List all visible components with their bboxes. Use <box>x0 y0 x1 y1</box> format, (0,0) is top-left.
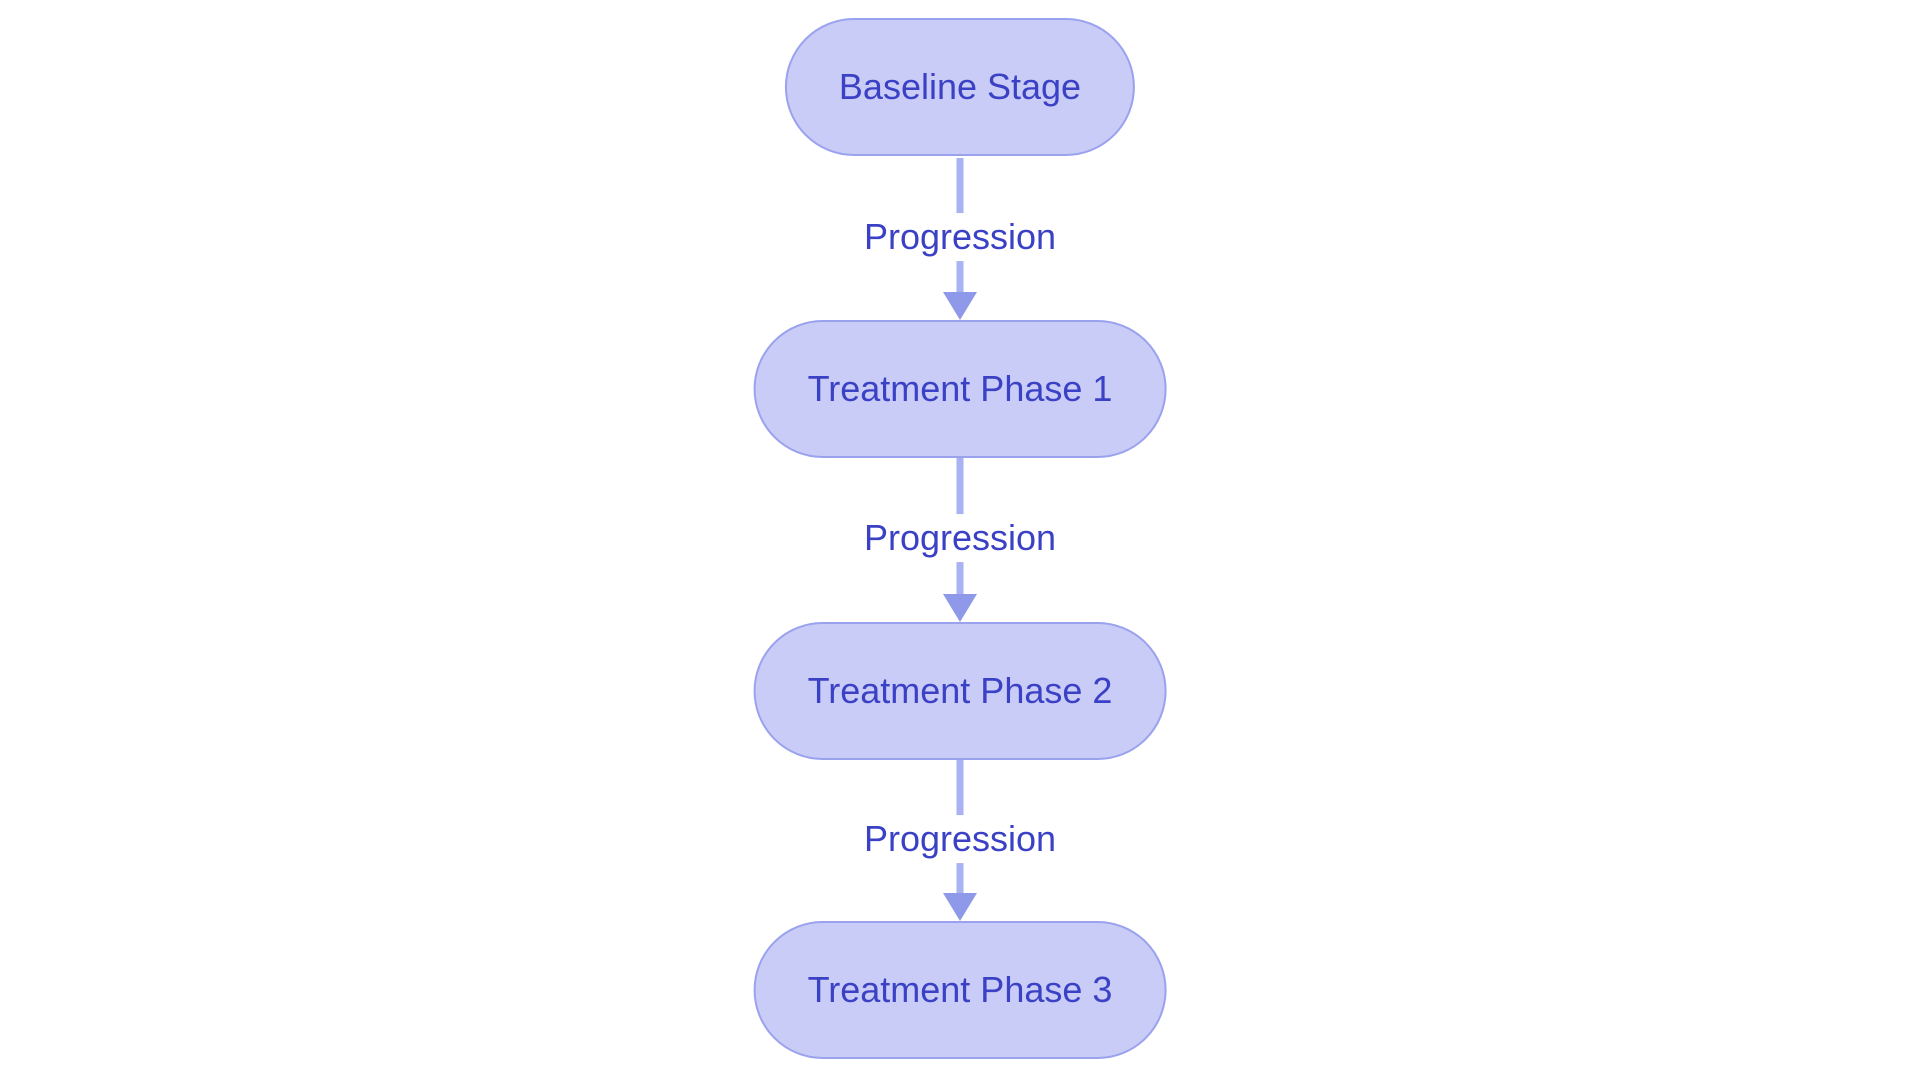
edge-label: Progression <box>851 814 1069 863</box>
node-treatment-phase-3: Treatment Phase 3 <box>753 921 1167 1059</box>
node-label: Baseline Stage <box>838 66 1082 107</box>
arrowhead-down-icon <box>943 594 977 622</box>
edge-label: Progression <box>851 213 1069 262</box>
edge-phase2-to-phase3: Progression <box>830 760 1090 921</box>
node-label: Treatment Phase 3 <box>807 969 1113 1010</box>
edge-baseline-to-phase1: Progression <box>830 158 1090 320</box>
node-label: Treatment Phase 1 <box>807 368 1113 409</box>
arrowhead-down-icon <box>943 893 977 921</box>
node-label: Treatment Phase 2 <box>807 670 1113 711</box>
arrowhead-down-icon <box>943 292 977 320</box>
node-baseline-stage: Baseline Stage <box>784 18 1136 156</box>
edge-phase1-to-phase2: Progression <box>830 458 1090 622</box>
node-treatment-phase-2: Treatment Phase 2 <box>753 622 1167 760</box>
edge-label: Progression <box>851 514 1069 563</box>
node-treatment-phase-1: Treatment Phase 1 <box>753 320 1167 458</box>
